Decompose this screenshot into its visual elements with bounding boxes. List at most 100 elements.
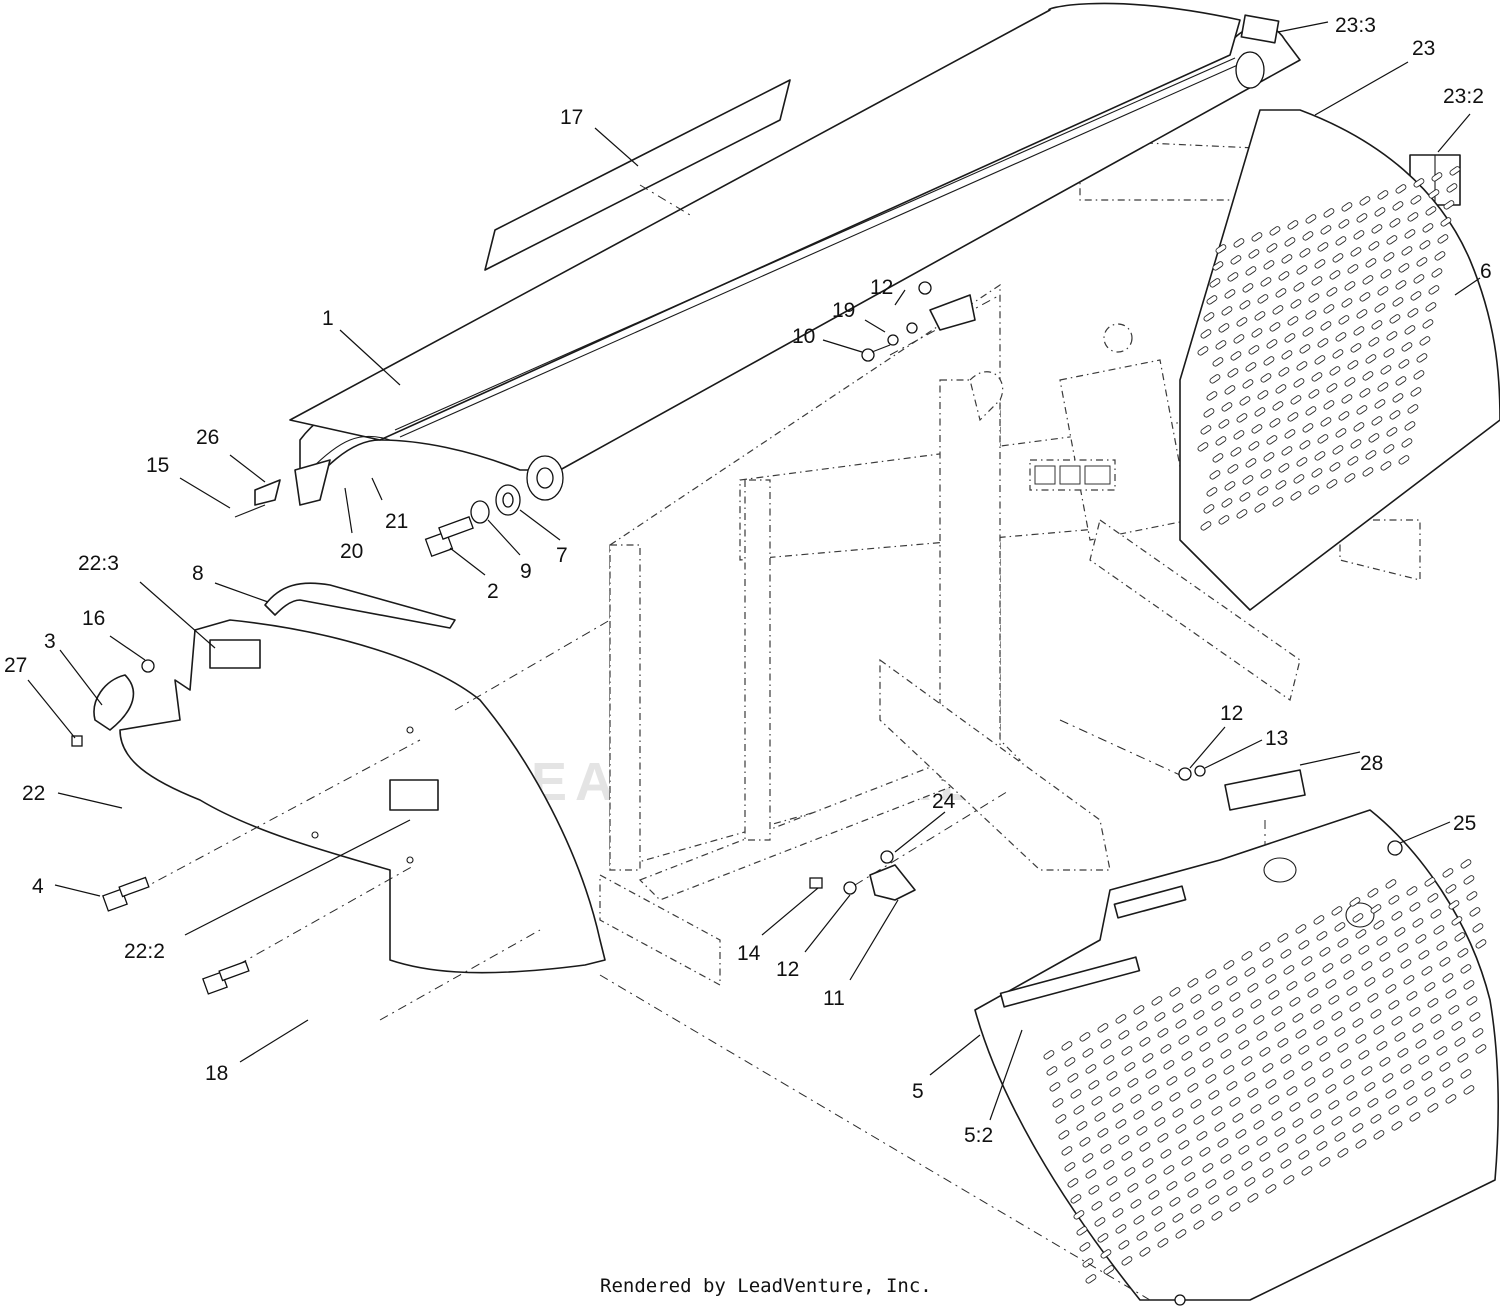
- perforation-slot: [1295, 924, 1307, 934]
- perforation-slot: [1244, 967, 1256, 977]
- perforation-slot: [1362, 371, 1374, 381]
- perforation-slot: [1169, 1197, 1181, 1207]
- perforation-slot: [1350, 343, 1362, 353]
- perforation-slot: [1205, 1179, 1217, 1189]
- perforation-slot: [1355, 1034, 1367, 1044]
- perforation-slot: [1172, 1003, 1184, 1013]
- perforation-slot: [1365, 258, 1377, 268]
- perforation-slot: [1308, 389, 1320, 399]
- perforation-slot: [1344, 281, 1356, 291]
- perforation-slot: [1425, 302, 1437, 312]
- perforation-slot: [1224, 385, 1236, 395]
- perforation-slot: [1413, 274, 1425, 284]
- perforation-slot: [1293, 474, 1305, 484]
- perforation-slot: [1178, 1140, 1190, 1150]
- perforation-slot: [1254, 407, 1266, 417]
- right-side-guard: [1179, 109, 1500, 611]
- perforation-slot: [1332, 253, 1344, 263]
- perforation-slot: [1124, 1062, 1136, 1072]
- perforation-slot: [1370, 1114, 1382, 1124]
- perforation-slot: [1203, 408, 1215, 418]
- perforation-slot: [1226, 976, 1238, 986]
- perforation-slot: [1362, 467, 1374, 477]
- perforation-slot: [1359, 388, 1371, 398]
- perforation-slot: [1364, 1082, 1376, 1092]
- perforation-slot: [1337, 1043, 1349, 1053]
- perforation-slot: [1388, 895, 1400, 905]
- perforation-slot: [1251, 328, 1263, 338]
- perforation-slot: [1419, 336, 1431, 346]
- perforation-slot: [1133, 1215, 1145, 1225]
- perforation-slot: [1067, 1178, 1079, 1188]
- callout-5: 5: [912, 1080, 924, 1103]
- perforation-slot: [1362, 275, 1374, 285]
- perforation-slot: [1154, 1222, 1166, 1232]
- perforation-slot: [1374, 303, 1386, 313]
- callout-17: 17: [560, 106, 583, 129]
- perforation-slot: [1434, 251, 1446, 261]
- perforation-slot: [1326, 383, 1338, 393]
- perforation-slot: [1469, 1012, 1481, 1022]
- perforation-slot: [1212, 357, 1224, 367]
- perforation-slot: [1236, 509, 1248, 519]
- perforation-slot: [1190, 994, 1202, 1004]
- perforation-slot: [1209, 470, 1221, 480]
- perforation-slot: [1395, 376, 1407, 386]
- perforation-slot: [1406, 991, 1418, 1001]
- perforation-slot: [1440, 217, 1452, 227]
- perforation-slot: [1245, 458, 1257, 468]
- perforation-slot: [1157, 1133, 1169, 1143]
- perforation-slot: [1136, 1126, 1148, 1136]
- perforation-slot: [1446, 183, 1458, 193]
- perforation-slot: [1256, 1031, 1268, 1041]
- perforation-slot: [1235, 1024, 1247, 1034]
- perforation-slot: [1412, 918, 1424, 928]
- perforation-slot: [1307, 988, 1319, 998]
- callout-15: 15: [146, 454, 169, 477]
- perforation-slot: [1341, 394, 1353, 404]
- perforation-slot: [1271, 1111, 1283, 1121]
- callout-23-2: 23:2: [1443, 85, 1484, 108]
- perforation-slot: [1169, 1092, 1181, 1102]
- perforation-slot: [1227, 368, 1239, 378]
- perforation-slot: [1280, 1054, 1292, 1064]
- perforation-slot: [1235, 1129, 1247, 1139]
- perforation-slot: [1397, 1048, 1409, 1058]
- perforation-slot: [1323, 400, 1335, 410]
- perforation-slot: [1310, 1004, 1322, 1014]
- perforation-slot: [1383, 348, 1395, 358]
- perforation-slot: [1409, 902, 1421, 912]
- perforation-slot: [1265, 1184, 1277, 1194]
- perforation-slot: [1197, 346, 1209, 356]
- perforation-slot: [1236, 317, 1248, 327]
- perforation-slot: [1271, 1006, 1283, 1016]
- perforation-slot: [1052, 1098, 1064, 1108]
- perforation-slot: [1217, 1033, 1229, 1043]
- callout-22-3: 22:3: [78, 552, 119, 575]
- perforation-slot: [1211, 1001, 1223, 1011]
- perforation-slot: [1316, 1141, 1328, 1151]
- perforation-slot: [1427, 998, 1439, 1008]
- perforation-slot: [1209, 374, 1221, 384]
- washer-9: [470, 500, 490, 524]
- perforation-slot: [1266, 243, 1278, 253]
- perforation-slot: [1236, 413, 1248, 423]
- bolt-4: [102, 888, 128, 912]
- perforation-slot: [1241, 1056, 1253, 1066]
- perforation-slot: [1121, 1046, 1133, 1056]
- perforation-slot: [1314, 451, 1326, 461]
- perforation-slot: [1308, 485, 1320, 495]
- perforation-slot: [1206, 391, 1218, 401]
- perforation-slot: [1445, 884, 1457, 894]
- perforation-slot: [1115, 1119, 1127, 1129]
- perforation-slot: [1136, 1021, 1148, 1031]
- perforation-slot: [1379, 952, 1391, 962]
- perforation-slot: [1317, 434, 1329, 444]
- perforation-slot: [1181, 1051, 1193, 1061]
- perforation-slot: [1275, 384, 1287, 394]
- perforation-slot: [1212, 453, 1224, 463]
- perforation-slot: [1217, 1138, 1229, 1148]
- perforation-slot: [1259, 1047, 1271, 1057]
- perforation-slot: [1427, 893, 1439, 903]
- perforation-slot: [1392, 297, 1404, 307]
